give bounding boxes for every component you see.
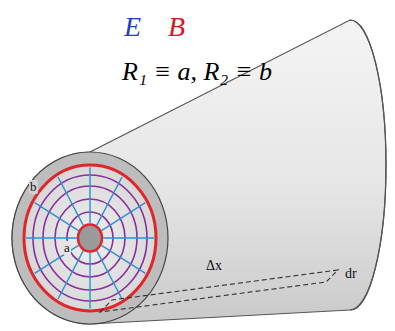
cylinder-body [12, 20, 386, 324]
thickness-label: dr [344, 266, 358, 281]
outer-conductor [24, 165, 156, 311]
outer-jacket [12, 152, 168, 324]
radius-label: b [29, 180, 38, 194]
radius-label: a [63, 241, 71, 255]
radius-definition: R₁ ≡ a, R₂ ≡ b [122, 58, 272, 87]
e-field-lines [26, 168, 154, 309]
length-label: Δx [206, 258, 222, 273]
dashed-volume-element [100, 270, 338, 312]
field-symbol: E [124, 12, 141, 43]
field-symbol: B [168, 12, 185, 43]
inner-conductor [78, 225, 102, 252]
